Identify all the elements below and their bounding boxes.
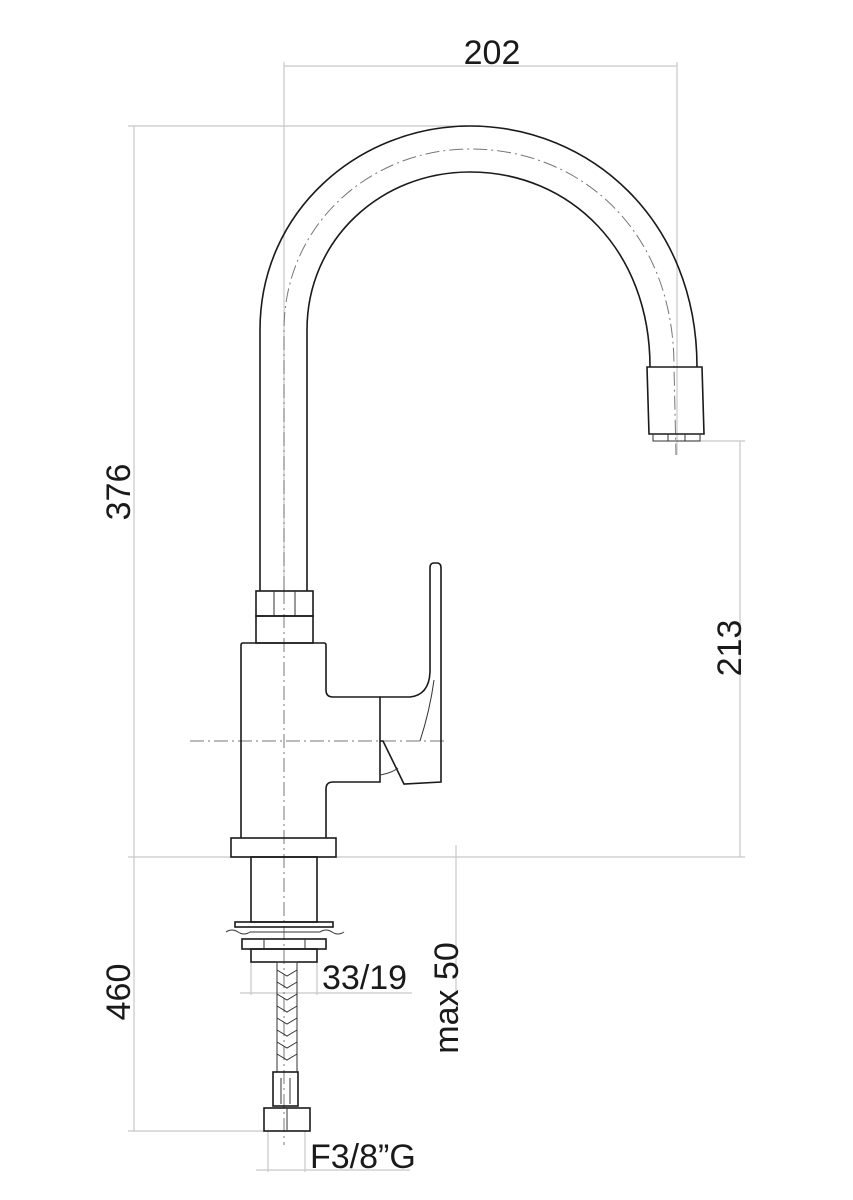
dim-label-202: 202 <box>464 34 521 72</box>
dim-label-213: 213 <box>711 620 749 677</box>
dim-label-max-50: max 50 <box>428 942 466 1054</box>
supply-hose <box>263 961 311 1132</box>
faucet-body <box>230 590 381 858</box>
center-lines <box>190 148 677 1145</box>
aerator <box>646 366 705 435</box>
dim-label-33-19: 33/19 <box>322 959 407 997</box>
dim-label-thread: F3/8”G <box>310 1138 416 1176</box>
mounting-shank <box>225 856 345 963</box>
spout <box>259 125 705 591</box>
lever-handle <box>379 562 442 785</box>
dim-label-376: 376 <box>100 464 138 521</box>
dim-label-460: 460 <box>100 964 138 1021</box>
